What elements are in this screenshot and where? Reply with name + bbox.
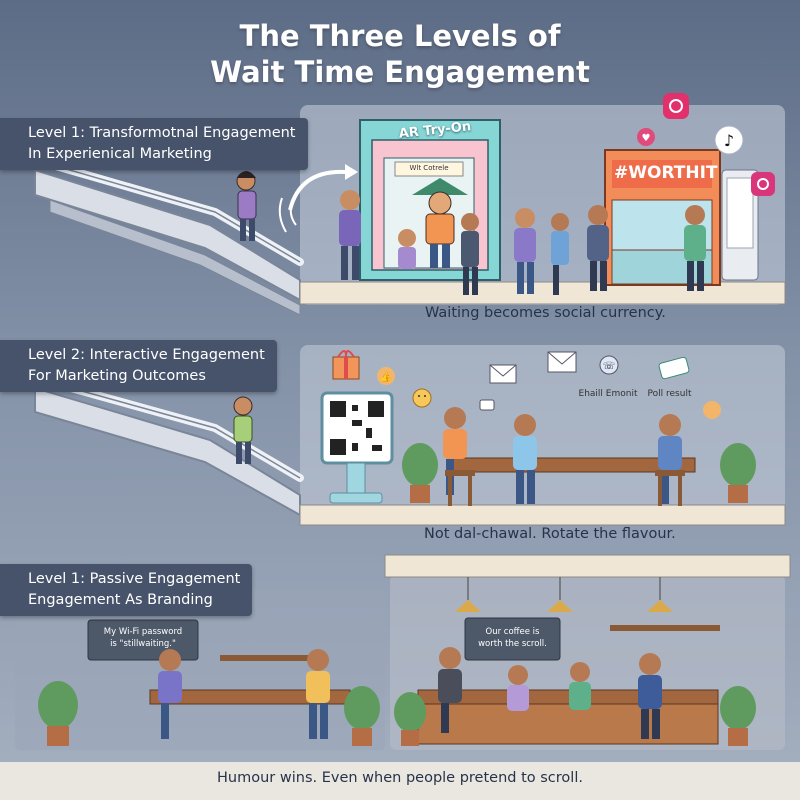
instagram-icon: [663, 93, 689, 119]
coffee-board: [464, 617, 561, 661]
email-float-text: Ehaill Emonit: [578, 389, 638, 399]
level-2-label-line1: Level 2: Interactive Engagement: [28, 347, 265, 363]
escalator-1: [31, 156, 304, 316]
level-2-label-line2: For Marketing Outcomes: [28, 368, 206, 384]
chat-icon: [479, 399, 495, 411]
level-1-label-line2: In Experienical Marketing: [28, 146, 212, 162]
scene-3-cafe: [0, 554, 800, 800]
worthit-sign: #WORTHIT: [614, 163, 718, 183]
level-2-caption: Not dal-chawal. Rotate the flavour.: [424, 526, 676, 542]
tiktok-icon: ♪: [714, 125, 744, 155]
wifi-board-line2: is "stillwaiting.": [110, 639, 176, 649]
gift-icon: [332, 350, 360, 380]
svg-text:👍: 👍: [380, 370, 392, 383]
level-2-label: Level 2: Interactive Engagement For Mark…: [0, 340, 277, 392]
ar-avatar: [412, 178, 468, 268]
level-1-label: Level 1: Transformotnal Engagement In Ex…: [0, 118, 308, 170]
thumbs-up-icon: 👍: [377, 367, 395, 385]
title-line-2: Wait Time Engagement: [210, 55, 590, 89]
plant-3c: [394, 692, 426, 746]
level-3-label-line2: Engagement As Branding: [28, 592, 213, 608]
plant-2b: [720, 443, 756, 503]
title-line-1: The Three Levels of: [239, 19, 561, 53]
level-1-caption: Waiting becomes social currency.: [425, 305, 666, 321]
email-icon: [489, 364, 517, 384]
crowd-scene-1: [339, 190, 706, 295]
level-3-label-line1: Level 1: Passive Engagement: [28, 571, 241, 587]
camera-icon: [751, 172, 775, 196]
plant-3d: [720, 686, 756, 746]
lamp-2: [547, 577, 573, 612]
emoji-icon: [412, 388, 432, 408]
svg-text:♥: ♥: [642, 133, 651, 144]
poll-float-text: Poll result: [647, 389, 692, 399]
scene-2-cafe: 👍 ☏: [31, 345, 786, 526]
svg-text:♪: ♪: [724, 131, 734, 150]
ticket-icon: [658, 356, 690, 380]
lamp-1: [455, 577, 481, 612]
page-title: The Three Levels of Wait Time Engagement: [0, 18, 800, 90]
escalator-person-1: [236, 171, 257, 241]
email-icon-2: [547, 351, 577, 373]
coffee-board-line2: worth the scroll.: [478, 639, 547, 649]
ar-small-screen-text: Wlt Cotrele: [409, 164, 449, 172]
lamp-3: [647, 577, 673, 612]
scene-1-mall: ♪ ♥: [31, 93, 786, 316]
crowd-scene-2: [443, 407, 682, 504]
coffee-board-line1: Our coffee is: [485, 627, 540, 637]
svg-text:☏: ☏: [603, 361, 616, 372]
coffee-board-text: Our coffee is worth the scroll.: [465, 626, 560, 650]
qr-code-icon[interactable]: [320, 391, 394, 504]
cafe-table-3b: [417, 689, 719, 705]
phone-icon: ☏: [599, 355, 619, 375]
escalator-person-2: [233, 396, 253, 464]
thumbs-up-icon-2: [703, 401, 721, 419]
plant-3a: [38, 681, 78, 746]
plant-3b: [344, 686, 380, 746]
wifi-board-line1: My Wi-Fi password: [103, 627, 183, 637]
level-3-label: Level 1: Passive Engagement Engagement A…: [0, 564, 253, 616]
wifi-board-text: My Wi-Fi password is "stillwaiting.": [88, 626, 198, 650]
crowd-scene-3: [158, 647, 662, 739]
heart-icon: ♥: [637, 128, 655, 146]
level-1-label-line1: Level 1: Transformotnal Engagement: [28, 125, 296, 141]
level-3-caption: Humour wins. Even when people pretend to…: [217, 770, 583, 786]
escalator-2: [31, 374, 304, 517]
plant-2a: [402, 443, 438, 503]
